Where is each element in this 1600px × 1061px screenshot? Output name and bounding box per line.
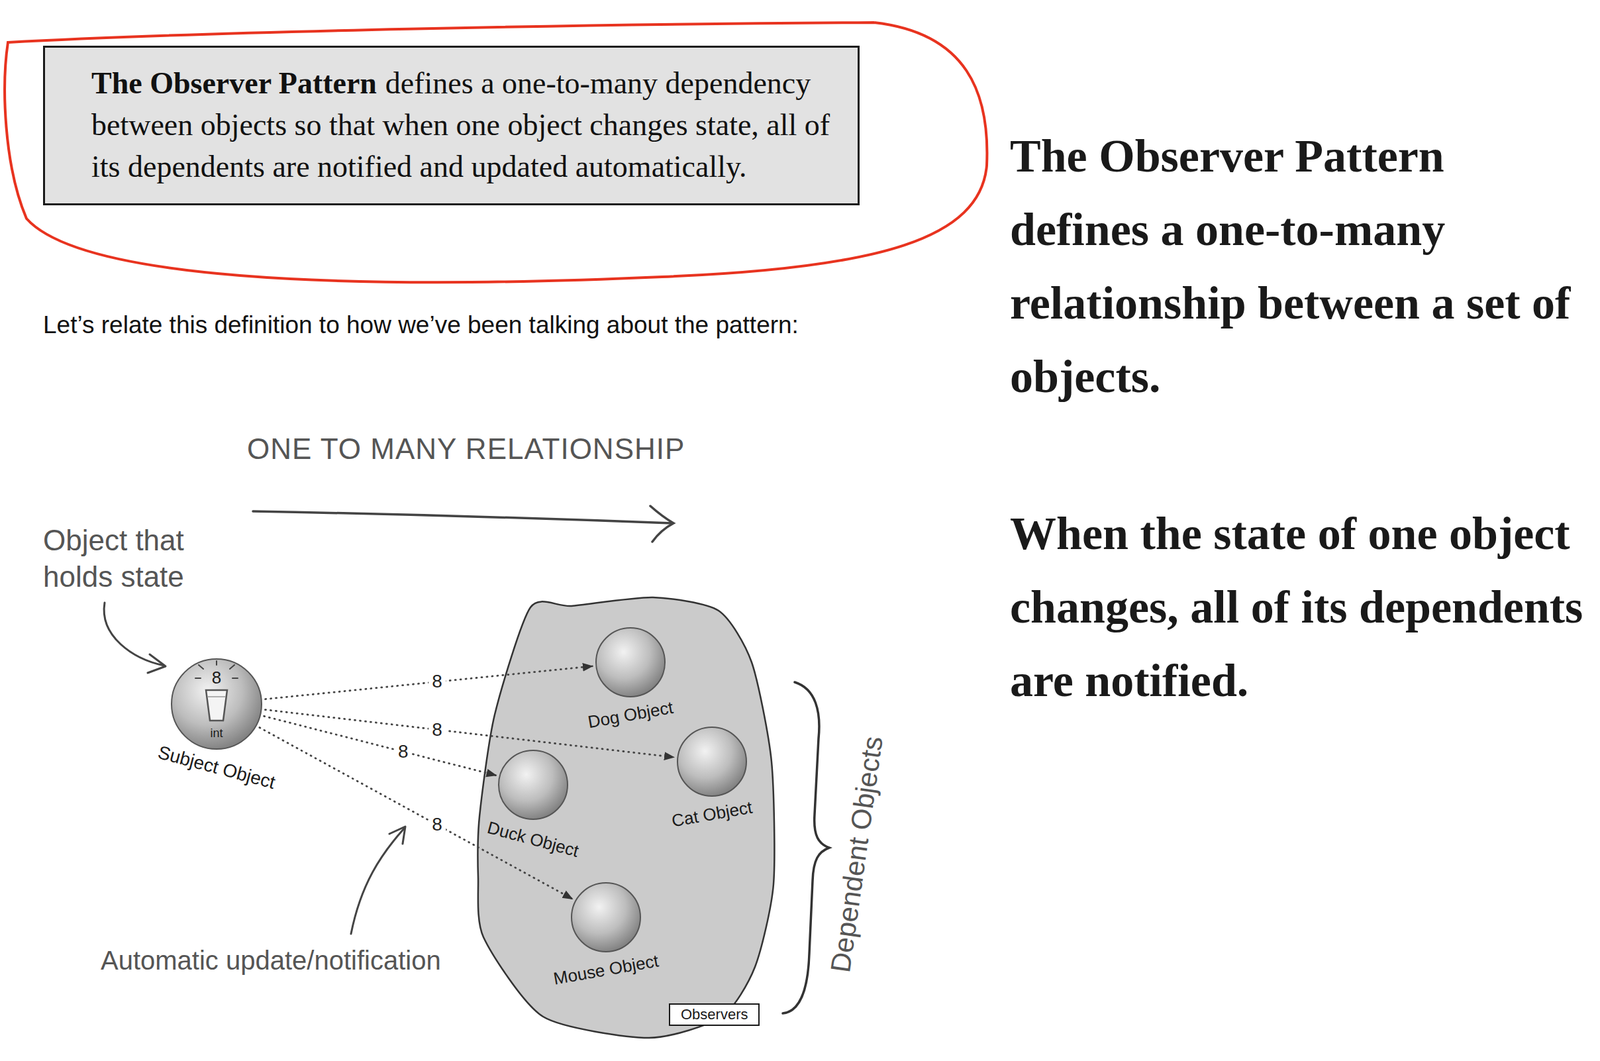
notification-arrow	[264, 715, 497, 775]
glass-rim	[207, 696, 226, 698]
callout-note: Automatic update/notification	[100, 944, 442, 977]
group-tag: Observers	[668, 1003, 760, 1026]
bracket-label: Dependent Objects	[823, 733, 891, 975]
relationship-arrow-head	[650, 505, 674, 542]
object-circle	[596, 627, 665, 697]
summary-text: The Observer Pattern defines a one-to-ma…	[1009, 119, 1590, 414]
observers-region: ObserversDog ObjectDuck ObjectCat Object…	[470, 592, 782, 1050]
observer-object: Dog Object	[594, 626, 667, 699]
definition-term: The Observer Pattern	[91, 66, 377, 100]
object-label: Subject Object	[155, 742, 278, 793]
object-circle	[497, 749, 569, 821]
edge-value: 8	[394, 741, 412, 763]
object-label: Cat Object	[670, 797, 754, 832]
object-circle	[570, 881, 642, 953]
object-circle	[571, 882, 641, 952]
notification-arrow	[259, 727, 573, 900]
observer-object: Duck Object	[497, 749, 569, 821]
type-label: int	[170, 726, 263, 740]
region-outline	[478, 597, 775, 1038]
definition-box: The Observer Patterndefines a one-to-man…	[43, 45, 860, 206]
leader-arrow-head	[389, 826, 406, 844]
object-label: Duck Object	[485, 817, 582, 861]
region-outline	[470, 592, 782, 1050]
heading-note: ONE TO MANY RELATIONSHIP	[247, 431, 685, 467]
object-circle	[677, 727, 747, 797]
state-value: 8	[170, 668, 263, 687]
observer-object: Cat Object	[676, 725, 748, 798]
object-label: Dog Object	[586, 697, 675, 732]
edge-value: 8	[428, 670, 446, 693]
edge-value: 8	[428, 719, 446, 741]
leader-arrow	[350, 827, 405, 934]
summary-text: When the state of one object changes, al…	[1009, 496, 1590, 718]
intro-text: Let’s relate this definition to how we’v…	[43, 309, 858, 341]
brace	[782, 682, 830, 1014]
object-circle	[498, 750, 568, 820]
glass-icon	[205, 690, 228, 721]
object-label: Mouse Object	[551, 950, 660, 989]
object-circle	[676, 725, 748, 798]
leader-arrow-head	[147, 654, 166, 673]
subject-object: 8intSubject Object	[170, 657, 263, 751]
relationship-arrow	[252, 511, 673, 524]
object-circle	[594, 626, 667, 699]
leader-arrow	[103, 602, 165, 666]
edge-value: 8	[428, 813, 446, 836]
callout-note: Object that holds state	[43, 521, 222, 595]
highlight-loop	[4, 22, 987, 283]
observer-object: Mouse Object	[570, 881, 642, 953]
